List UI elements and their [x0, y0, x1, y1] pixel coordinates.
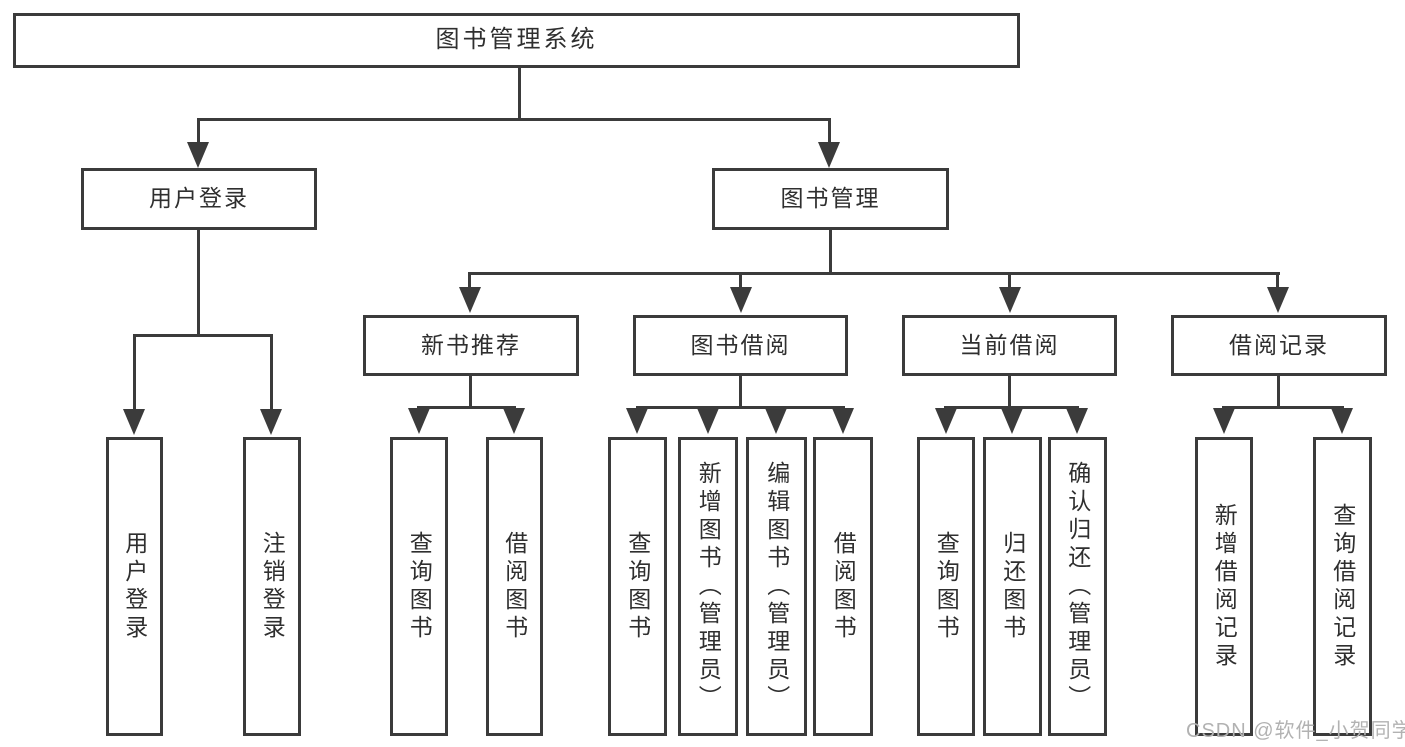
connector-sec3-branch	[1222, 406, 1344, 409]
leaf-query-book-3-label: 查询图书	[933, 530, 960, 643]
leaf-add-book-admin: 新增图书（管理员）	[678, 437, 738, 736]
leaf-query-book-2-label: 查询图书	[624, 530, 651, 643]
connector-drop-current-borrow	[1008, 272, 1011, 289]
node-user-login-label: 用户登录	[149, 185, 249, 212]
arrow-down-icon	[935, 408, 957, 434]
connector-book-mgmt-stem	[829, 230, 832, 274]
arrow-down-icon	[999, 287, 1021, 313]
leaf-add-book-admin-label: 新增图书（管理员）	[695, 460, 722, 713]
node-borrow-record: 借阅记录	[1171, 315, 1387, 376]
connector-sec1-branch	[636, 406, 845, 409]
leaf-add-borrow-record: 新增借阅记录	[1195, 437, 1253, 736]
arrow-down-icon	[765, 408, 787, 434]
leaf-edit-book-admin: 编辑图书（管理员）	[746, 437, 807, 736]
node-new-book-recommend: 新书推荐	[363, 315, 579, 376]
leaf-return-book-label: 归还图书	[999, 530, 1026, 643]
connector-drop-user-login	[197, 118, 200, 144]
connector-level2-branch	[197, 118, 831, 121]
connector-sec0-stem	[469, 376, 472, 408]
connector-drop-leaf-user-login	[133, 334, 136, 411]
node-root: 图书管理系统	[13, 13, 1020, 68]
leaf-user-login-label: 用户登录	[121, 530, 148, 643]
leaf-logout-label: 注销登录	[259, 530, 286, 643]
connector-drop-borrow-record	[1276, 272, 1279, 289]
leaf-user-login: 用户登录	[106, 437, 163, 736]
node-current-borrow-label: 当前借阅	[959, 331, 1060, 358]
node-current-borrow: 当前借阅	[902, 315, 1117, 376]
leaf-borrow-book-2-label: 借阅图书	[830, 530, 857, 643]
node-borrow-record-label: 借阅记录	[1229, 331, 1329, 358]
node-root-label: 图书管理系统	[435, 26, 598, 54]
arrow-down-icon	[730, 287, 752, 313]
leaf-borrow-book-1-label: 借阅图书	[501, 530, 528, 643]
arrow-down-icon	[503, 408, 525, 434]
leaf-query-borrow-record: 查询借阅记录	[1313, 437, 1372, 736]
leaf-edit-book-admin-label: 编辑图书（管理员）	[763, 460, 790, 713]
leaf-confirm-return-admin-label: 确认归还（管理员）	[1064, 460, 1091, 713]
arrow-down-icon	[187, 142, 209, 168]
arrow-down-icon	[1001, 408, 1023, 434]
leaf-logout: 注销登录	[243, 437, 301, 736]
connector-drop-leaf-logout	[270, 334, 273, 411]
leaf-query-book-1: 查询图书	[390, 437, 448, 736]
arrow-down-icon	[260, 409, 282, 435]
leaf-query-book-3: 查询图书	[917, 437, 975, 736]
leaf-return-book: 归还图书	[983, 437, 1042, 736]
connector-root-stem	[518, 68, 521, 121]
node-new-book-recommend-label: 新书推荐	[421, 331, 521, 358]
connector-book-mgmt-branch	[468, 272, 1280, 275]
arrow-down-icon	[408, 408, 430, 434]
node-book-mgmt: 图书管理	[712, 168, 949, 230]
leaf-confirm-return-admin: 确认归还（管理员）	[1048, 437, 1107, 736]
connector-sec3-stem	[1277, 376, 1280, 408]
watermark-text: CSDN @软件_小贺同学	[1186, 720, 1405, 742]
leaf-add-borrow-record-label: 新增借阅记录	[1211, 502, 1238, 671]
arrow-down-icon	[1213, 408, 1235, 434]
connector-user-login-branch	[133, 334, 273, 337]
node-book-borrow-label: 图书借阅	[690, 331, 791, 358]
leaf-query-borrow-record-label: 查询借阅记录	[1329, 502, 1356, 671]
node-book-borrow: 图书借阅	[633, 315, 848, 376]
connector-drop-book-borrow	[739, 272, 742, 289]
arrow-down-icon	[1331, 408, 1353, 434]
leaf-borrow-book-1: 借阅图书	[486, 437, 543, 736]
connector-sec0-branch	[417, 406, 516, 409]
arrow-down-icon	[1066, 408, 1088, 434]
leaf-query-book-2: 查询图书	[608, 437, 667, 736]
arrow-down-icon	[626, 408, 648, 434]
connector-drop-book-mgmt	[828, 118, 831, 144]
connector-drop-new-book	[468, 272, 471, 289]
arrow-down-icon	[1267, 287, 1289, 313]
arrow-down-icon	[459, 287, 481, 313]
connector-sec2-branch	[944, 406, 1079, 409]
connector-sec2-stem	[1008, 376, 1011, 408]
node-user-login: 用户登录	[81, 168, 317, 230]
arrow-down-icon	[123, 409, 145, 435]
connector-user-login-stem	[197, 230, 200, 336]
node-book-mgmt-label: 图书管理	[780, 185, 881, 212]
leaf-borrow-book-2: 借阅图书	[813, 437, 873, 736]
connector-sec1-stem	[739, 376, 742, 408]
arrow-down-icon	[697, 408, 719, 434]
leaf-query-book-1-label: 查询图书	[406, 530, 433, 643]
arrow-down-icon	[818, 142, 840, 168]
arrow-down-icon	[832, 408, 854, 434]
